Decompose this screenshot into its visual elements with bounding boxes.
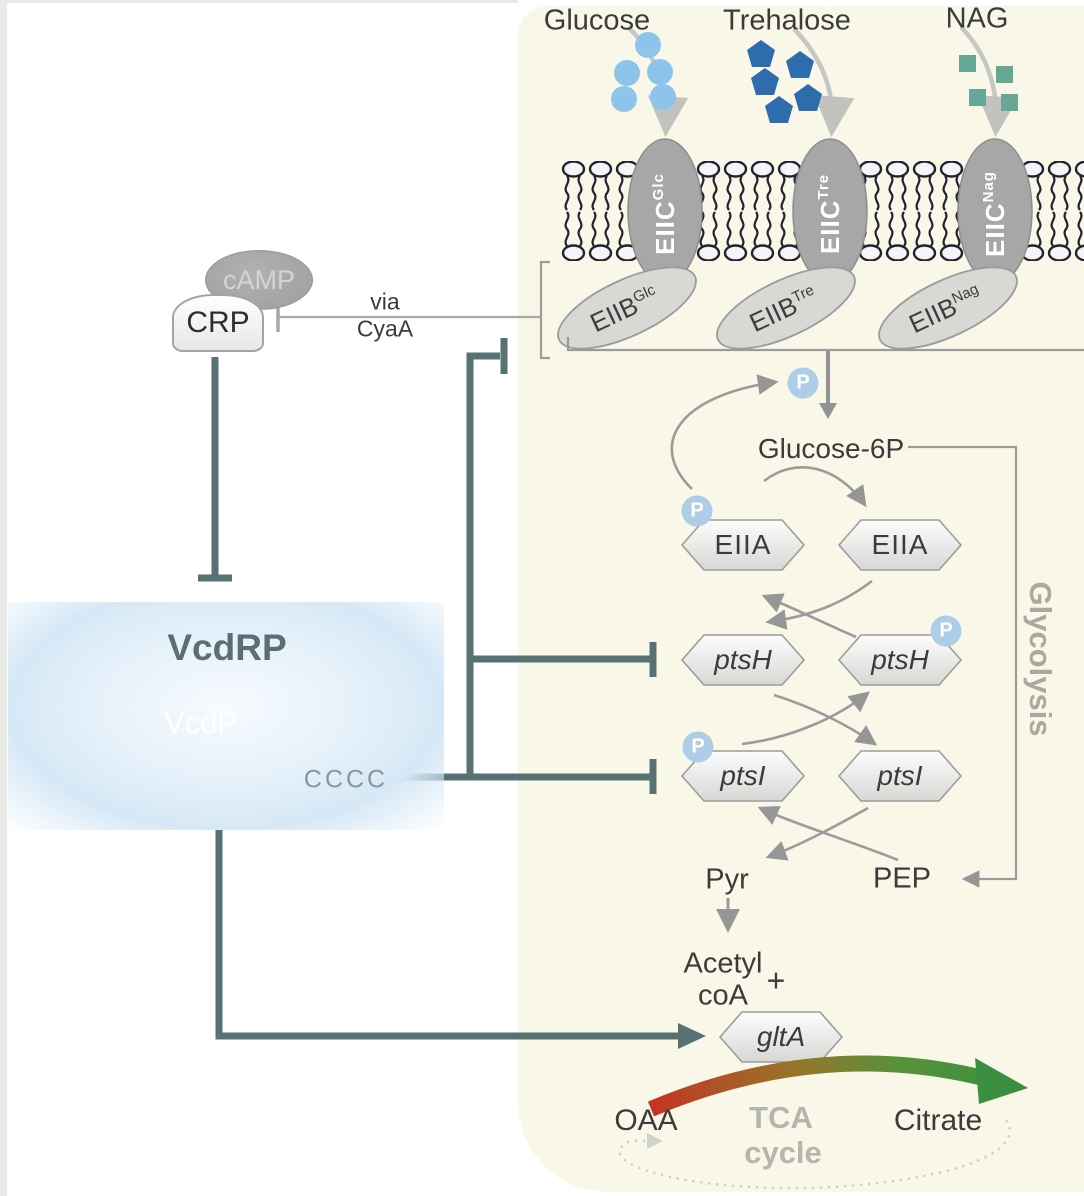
plus-sign: + bbox=[766, 962, 786, 999]
nag-molecule bbox=[1001, 94, 1018, 111]
vcdrp-title: VcdRP bbox=[167, 627, 287, 668]
tca-cycle-label-line2: cycle bbox=[744, 1135, 822, 1170]
trehalose-molecule bbox=[747, 40, 775, 67]
eiib-nag-oval bbox=[878, 266, 1018, 350]
tca-cycle-label-line1: TCA bbox=[749, 1100, 813, 1135]
eiib-glc-oval bbox=[557, 266, 697, 350]
glucose-molecule bbox=[635, 32, 661, 58]
ptsh-left-hexagon bbox=[680, 634, 806, 686]
pts-bottom-bracket bbox=[566, 337, 1084, 352]
nag-label: NAG bbox=[945, 2, 1009, 35]
page-edge-top bbox=[0, 0, 518, 3]
glucose-molecule bbox=[647, 59, 673, 85]
crp-blob: CRP bbox=[172, 294, 264, 352]
glta-hexagon bbox=[718, 1011, 844, 1063]
glucose-molecule bbox=[614, 60, 640, 86]
phosphate-badge-free: P bbox=[787, 367, 819, 399]
trehalose-molecule bbox=[786, 51, 814, 78]
glucose-molecule bbox=[650, 84, 676, 110]
eiia-to-ptsh-arrow bbox=[765, 579, 873, 630]
ptsi-to-ptsh-arrow bbox=[741, 691, 871, 746]
eiib-subunits: EIIBGlc EIIBTre EIIBNag bbox=[557, 266, 1018, 350]
vcdp-label: VcdP bbox=[163, 705, 239, 740]
camp-label: cAMP bbox=[222, 264, 295, 295]
eiic-glc-label: EIICGlc bbox=[650, 173, 680, 255]
crp-label: CRP bbox=[186, 306, 250, 339]
nag-molecule bbox=[969, 89, 986, 106]
glucose-molecules bbox=[611, 32, 676, 112]
acetyl-coa-label-line2: coA bbox=[698, 979, 748, 1012]
oaa-to-citrate-arrowhead bbox=[975, 1058, 1028, 1104]
acetyl-coa-label-line1: Acetyl bbox=[683, 947, 763, 980]
ptsi-right-label: ptsI bbox=[877, 760, 923, 791]
via-label-line1: via bbox=[370, 288, 400, 315]
glta-activation-arrowhead bbox=[678, 1023, 706, 1049]
eiic-tre-label: EIICTre bbox=[815, 174, 845, 254]
trehalose-molecules bbox=[747, 40, 822, 123]
nag-molecules bbox=[959, 55, 1018, 111]
g6p-to-eiia-arrow bbox=[763, 466, 867, 508]
eiia-phosphate-release-arrow bbox=[670, 374, 779, 490]
phosphate-badge-eiia: P bbox=[681, 495, 713, 527]
ptsh-to-ptsi-arrow bbox=[773, 693, 878, 746]
glycolysis-line bbox=[908, 445, 1018, 888]
sugar-uptake-arrows bbox=[626, 25, 1019, 137]
glta-label: gltA bbox=[756, 1021, 806, 1052]
ptsh-right-label: ptsH bbox=[871, 644, 929, 675]
pep-label: PEP bbox=[872, 862, 932, 895]
pyr-label: Pyr bbox=[705, 863, 749, 896]
enzyme-hexagons bbox=[680, 519, 963, 1063]
eiic-transporters: EIICGlc EIICTre EIICNag bbox=[627, 138, 1033, 284]
phospho-relay-arrows bbox=[670, 374, 899, 933]
tca-cycle-dotted-loop bbox=[618, 1119, 1011, 1190]
glycolysis-label: Glycolysis bbox=[1023, 581, 1058, 737]
page-edge-left bbox=[0, 0, 7, 1196]
citrate-label: Citrate bbox=[893, 1104, 983, 1137]
glucose-molecule bbox=[611, 86, 637, 112]
eiib-tre-oval bbox=[716, 266, 856, 350]
glta-activation-line bbox=[215, 795, 678, 1040]
nag-molecule bbox=[959, 55, 976, 72]
eiia-left-label: EIIA bbox=[714, 529, 772, 560]
eiic-nag-label: EIICNag bbox=[980, 171, 1010, 257]
ptsh-left-label: ptsH bbox=[714, 644, 772, 675]
pts-left-bracket bbox=[539, 260, 550, 360]
pts-inhibition-trunk bbox=[466, 352, 500, 777]
sugar-phosphorylation-arrowhead bbox=[819, 403, 837, 419]
ptsh-to-eiia-arrow bbox=[761, 593, 857, 639]
glucose-label: Glucose bbox=[543, 4, 651, 37]
oaa-to-citrate-arrow bbox=[647, 1055, 989, 1117]
nag-uptake-arrow bbox=[959, 25, 1019, 137]
ptsi-to-pyr-arrow bbox=[765, 806, 869, 861]
trehalose-uptake-arrow bbox=[792, 27, 855, 137]
phosphate-badge-ptsh: P bbox=[930, 615, 962, 647]
tca-cycle-dotted-arrowhead bbox=[647, 1133, 663, 1149]
eiia-right-label: EIIA bbox=[871, 529, 929, 560]
oaa-label: OAA bbox=[614, 1104, 678, 1137]
phosphate-badge-ptsi: P bbox=[682, 731, 714, 763]
ptsi-left-label: ptsI bbox=[720, 760, 766, 791]
trehalose-molecule bbox=[794, 84, 822, 111]
ptsh-right-hexagon bbox=[837, 634, 963, 686]
glucose6p-label: Glucose-6P bbox=[757, 433, 905, 464]
trehalose-molecule bbox=[751, 68, 779, 95]
ptsi-right-hexagon bbox=[837, 750, 963, 802]
nag-molecule bbox=[996, 66, 1013, 83]
trehalose-label: Trehalose bbox=[723, 4, 851, 37]
pep-to-ptsi-arrow bbox=[757, 805, 899, 862]
via-label-line2: CyaA bbox=[356, 315, 414, 342]
trehalose-molecule bbox=[765, 96, 793, 123]
vcdrp-halo bbox=[8, 602, 444, 830]
cccc-motif-label: CCCC bbox=[303, 765, 389, 794]
eiia-right-hexagon bbox=[837, 519, 963, 571]
